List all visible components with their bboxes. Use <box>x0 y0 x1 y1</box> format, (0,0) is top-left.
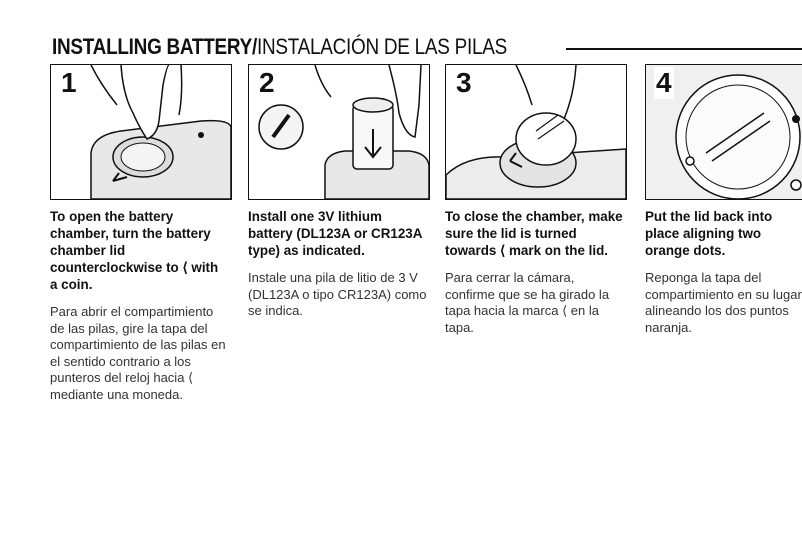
step-4: 4 Put the lid back into place aligning t… <box>645 64 802 336</box>
closing-lid-illustration <box>446 65 626 199</box>
battery-insert-illustration <box>258 65 429 199</box>
instruction-spanish: Reponga la tapa del compartimiento en su… <box>645 270 802 335</box>
step-1-illustration: 1 <box>50 64 232 200</box>
title-english: INSTALLING BATTERY/ <box>52 34 257 59</box>
step-1: 1 To open the battery chamber, turn the … <box>50 64 232 403</box>
instruction-english: To open the battery chamber, turn the ba… <box>50 209 219 292</box>
step-number: 4 <box>654 67 674 99</box>
instruction-spanish: Para cerrar la cámara, confirme que se h… <box>445 270 610 335</box>
page-title: INSTALLING BATTERY/INSTALACIÓN DE LAS PI… <box>52 34 507 60</box>
coin-turning-lid-illustration <box>90 65 231 199</box>
instruction-english: Install one 3V lithium battery (DL123A o… <box>248 209 422 258</box>
instruction-english: To close the chamber, make sure the lid … <box>445 209 623 258</box>
step-4-illustration: 4 <box>645 64 802 200</box>
step-2: 2 Install one 3V lithium battery (DL123A… <box>248 64 430 320</box>
step-3-illustration: 3 <box>445 64 627 200</box>
step-number: 2 <box>257 67 277 99</box>
step-number: 3 <box>454 67 474 99</box>
instruction-spanish: Para abrir el compartimiento de las pila… <box>50 304 226 402</box>
step-3: 3 To close the chamber, make sure the li… <box>445 64 627 336</box>
title-rule <box>566 48 802 50</box>
step-number: 1 <box>59 67 79 99</box>
title-spanish: INSTALACIÓN DE LAS PILAS <box>256 34 507 59</box>
instruction-english: Put the lid back into place aligning two… <box>645 209 773 258</box>
step-2-illustration: 2 <box>248 64 430 200</box>
instruction-spanish: Instale una pila de litio de 3 V (DL123A… <box>248 270 427 318</box>
